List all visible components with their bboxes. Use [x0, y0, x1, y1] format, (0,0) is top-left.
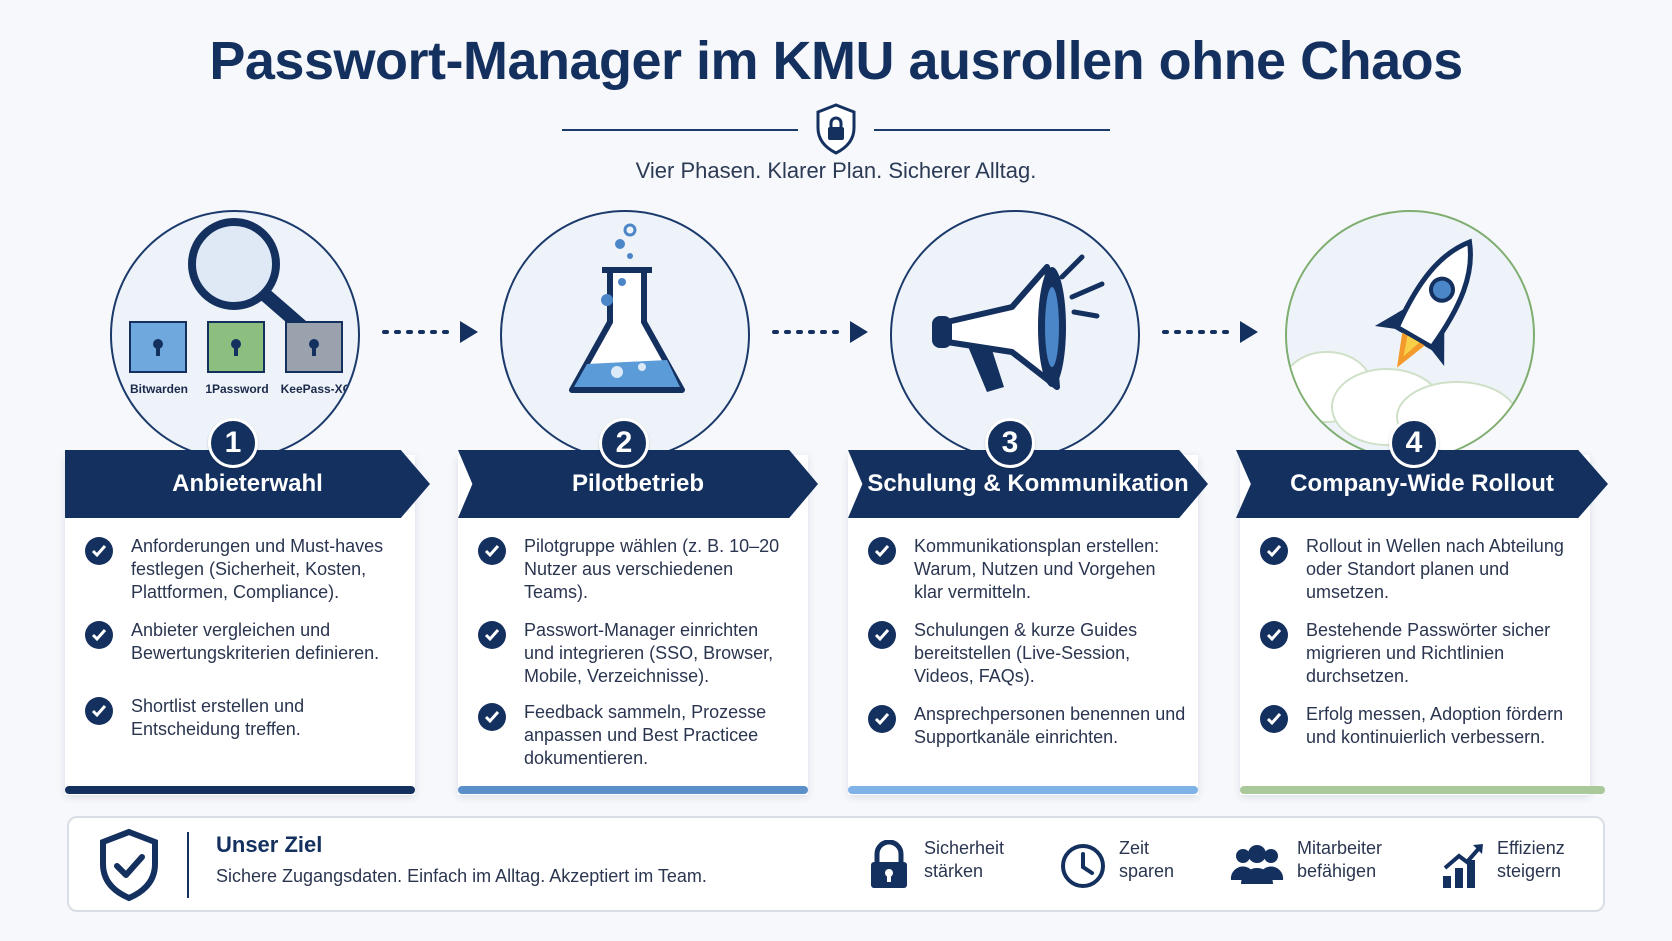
check-icon: [478, 621, 506, 649]
checklist-item-text: Schulungen & kurze Guides bereitstellen …: [914, 620, 1138, 686]
check-icon: [478, 537, 506, 565]
checklist-item-text: Pilotgruppe wählen (z. B. 10–20 Nutzer a…: [524, 536, 780, 602]
phase-4-underbar: [1240, 786, 1605, 794]
checklist-item: Anbieter vergleichen und Bewertungskrite…: [85, 619, 415, 695]
checklist-item: Schulungen & kurze Guides bereitstellen …: [868, 619, 1188, 703]
phase-1-number: 1: [208, 418, 258, 468]
checklist-item-text: Ansprechpersonen benennen und Supportkan…: [914, 704, 1186, 747]
megaphone-icon: [932, 254, 1105, 392]
feature-label-line2: befähigen: [1297, 861, 1377, 881]
checklist-item: Pilotgruppe wählen (z. B. 10–20 Nutzer a…: [478, 535, 788, 619]
phase-3-underbar: [848, 786, 1198, 794]
goal-title: Unser Ziel: [216, 832, 323, 857]
checklist-item: Ansprechpersonen benennen und Supportkan…: [868, 703, 1188, 749]
magnifier-icon: [188, 218, 315, 339]
phase-1-banner: Anbieterwahl: [65, 450, 430, 518]
phase-2-checklist: Pilotgruppe wählen (z. B. 10–20 Nutzer a…: [478, 535, 788, 770]
feature-label-line1: Effizienz: [1497, 838, 1565, 858]
lock-icon: [871, 840, 907, 888]
feature-label-line1: Mitarbeiter: [1297, 838, 1383, 858]
checklist-item-text: Kommunikationsplan erstellen: Warum, Nut…: [914, 536, 1160, 602]
check-icon: [1260, 705, 1288, 733]
box-label-bitwarden: Bitwarden: [129, 382, 188, 396]
vault-box-green: [207, 321, 265, 373]
phase-1-underbar: [65, 786, 415, 794]
feature-label-line2: stärken: [924, 861, 984, 881]
feature-label-line1: Sicherheit: [924, 838, 1005, 858]
people-icon: [1230, 845, 1284, 884]
checklist-item: Erfolg messen, Adoption fördern und kont…: [1260, 703, 1580, 749]
checklist-item-text: Passwort-Manager einrichten und integrie…: [524, 620, 774, 686]
checklist-item-text: Feedback sammeln, Prozesse anpassen und …: [524, 702, 767, 768]
phase-3-number: 3: [985, 418, 1035, 468]
check-icon: [85, 537, 113, 565]
arrow-connector-2: [772, 321, 868, 343]
checklist-item: Anforderungen und Must-haves festlegen (…: [85, 535, 415, 619]
divider-line-right: [874, 129, 1110, 131]
arrow-connector-3: [1162, 321, 1258, 343]
title-divider: [0, 96, 1672, 156]
checklist-item-text: Anforderungen und Must-haves festlegen (…: [131, 536, 384, 602]
check-icon: [478, 703, 506, 731]
checklist-item: Kommunikationsplan erstellen: Warum, Nut…: [868, 535, 1188, 619]
check-icon: [1260, 537, 1288, 565]
check-icon: [85, 697, 113, 725]
page-subtitle: Vier Phasen. Klarer Plan. Sicherer Allta…: [635, 158, 1037, 183]
phase-3-checklist: Kommunikationsplan erstellen: Warum, Nut…: [868, 535, 1188, 749]
goal-separator: [187, 832, 189, 898]
growth-chart-icon: [1443, 844, 1483, 888]
vault-box-blue: [129, 321, 187, 373]
check-icon: [868, 537, 896, 565]
arrow-connector-1: [382, 321, 478, 343]
checklist-item-text: Erfolg messen, Adoption fördern und kont…: [1306, 704, 1564, 747]
phase-2-underbar: [458, 786, 808, 794]
box-label-1password: 1Password: [205, 382, 269, 396]
checklist-item: Shortlist erstellen und Entscheidung tre…: [85, 695, 415, 741]
goal-panel: Unser Ziel Sichere Zugangsdaten. Einfach…: [67, 816, 1605, 912]
feature-label-line2: sparen: [1119, 861, 1175, 881]
feature-label-line2: steigern: [1497, 861, 1562, 881]
page-title: Passwort-Manager im KMU ausrollen ohne C…: [209, 31, 1463, 91]
check-icon: [868, 621, 896, 649]
phase-3-banner: Schulung & Kommunikation: [848, 450, 1208, 518]
phase-4-number: 4: [1389, 418, 1439, 468]
vault-box-grey: [285, 321, 343, 373]
shield-check-icon: [100, 828, 158, 902]
check-icon: [85, 621, 113, 649]
checklist-item-text: Shortlist erstellen und Entscheidung tre…: [131, 696, 305, 739]
checklist-item: Bestehende Passwörter sicher migrieren u…: [1260, 619, 1580, 703]
checklist-item: Rollout in Wellen nach Abteilung oder St…: [1260, 535, 1580, 619]
phase-2-illustration: [500, 210, 750, 460]
phase-1-checklist: Anforderungen und Must-haves festlegen (…: [85, 535, 415, 741]
clock-icon: [1061, 844, 1105, 888]
phase-1-illustration: Bitwarden 1Password KeePass-XC: [110, 210, 360, 460]
goal-text: Sichere Zugangsdaten. Einfach im Alltag.…: [216, 866, 707, 886]
checklist-item-text: Rollout in Wellen nach Abteilung oder St…: [1306, 536, 1564, 602]
feature-label-line1: Zeit: [1119, 838, 1150, 858]
divider-line-left: [562, 129, 798, 131]
check-icon: [1260, 621, 1288, 649]
checklist-item-text: Bestehende Passwörter sicher migrieren u…: [1306, 620, 1551, 686]
checklist-item-text: Anbieter vergleichen und Bewertungskrite…: [131, 620, 380, 663]
flask-icon: [569, 223, 685, 393]
box-label-keepass: KeePass-XC: [280, 382, 352, 396]
checklist-item: Feedback sammeln, Prozesse anpassen und …: [478, 701, 788, 770]
check-icon: [868, 705, 896, 733]
phase-4-checklist: Rollout in Wellen nach Abteilung oder St…: [1260, 535, 1580, 749]
checklist-item: Passwort-Manager einrichten und integrie…: [478, 619, 788, 701]
shield-lock-icon: [816, 103, 856, 155]
phase-2-number: 2: [599, 418, 649, 468]
